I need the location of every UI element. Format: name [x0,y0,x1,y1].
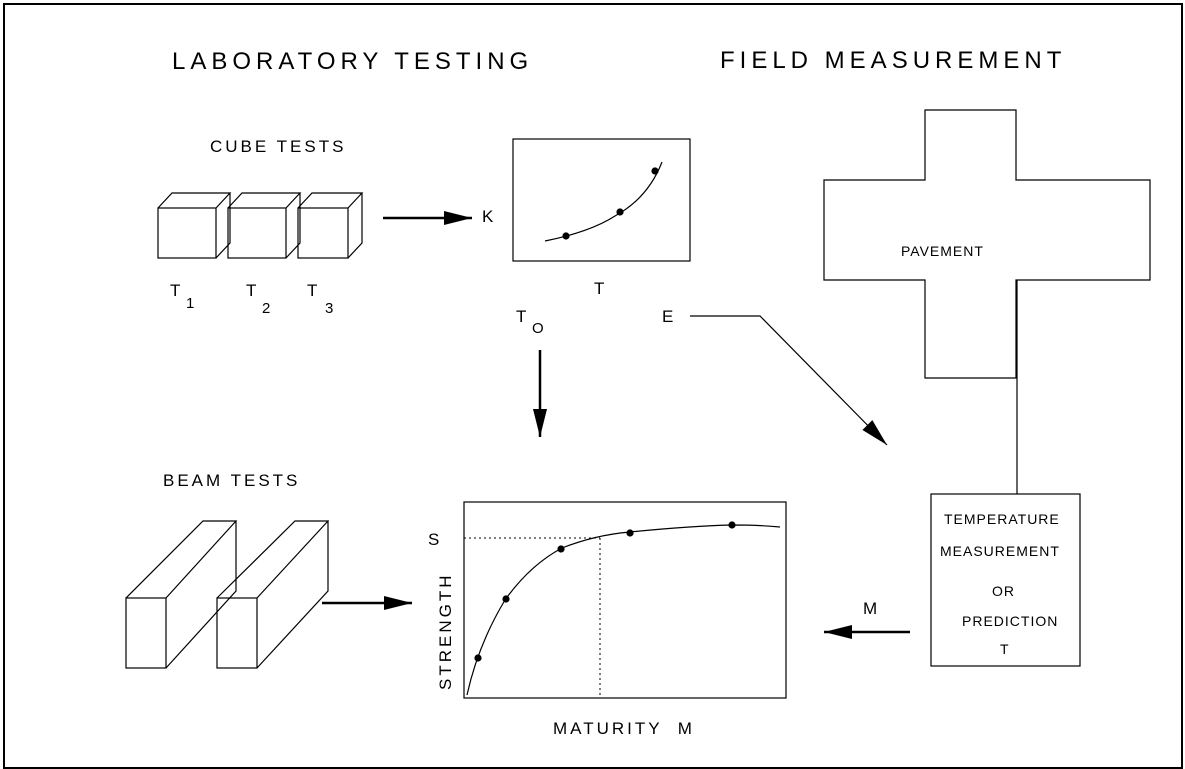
pavement-cross [823,109,1151,379]
rate-data-point [651,167,659,175]
datum-temperature-symbol: T [516,307,526,326]
pavement-label: PAVEMENT [901,243,984,259]
cube-t2-symbol: T [246,281,256,300]
beam-tests-label: BEAM TESTS [163,471,300,490]
cube-t3-symbol: T [307,281,317,300]
datum-temperature-subscript: O [532,320,544,337]
field-measurement-heading: FIELD MEASUREMENT [720,47,1066,74]
temperature-box [930,493,1081,667]
temperature-box-line: PREDICTION [962,613,1058,629]
strength-curve [466,524,781,696]
rate-data-point [562,232,570,240]
rate-plot-x-label: T [594,279,604,298]
strength-plot-frame [463,501,787,699]
e-to-temperature-arrow [690,315,888,446]
strength-data-point [557,545,565,553]
rate-plot-y-label: K [482,207,494,226]
strength-maturity-plot [463,501,787,699]
temperature-box-line: TEMPERATURE [944,511,1060,527]
strength-data-point [728,521,736,529]
laboratory-testing-heading: LABORATORY TESTING [172,48,533,75]
strength-plot-x-label: MATURITY M [553,719,695,738]
rate-plot-frame [512,138,691,262]
temperature-box-line: T [1000,641,1010,657]
cube-temperature-labels: T 1 T 2 T 3 [170,281,333,317]
beam-specimen-2 [216,520,330,669]
strength-data-point [474,654,482,662]
beam-specimen-1 [125,520,238,669]
cube-t1-symbol: T [170,281,180,300]
cube-t1-subscript: 1 [186,295,194,312]
outer-frame [3,3,1183,769]
strength-data-point [626,529,634,537]
strength-plot-y-label: STRENGTH [436,573,455,691]
rate-curve [544,161,663,242]
activation-energy-label: E [662,307,673,326]
temperature-box-line: MEASUREMENT [940,543,1060,559]
strength-data-point [502,595,510,603]
cube-specimen-2 [227,192,302,259]
strength-plot-s-label: S [428,530,439,549]
cube-t2-subscript: 2 [262,300,270,317]
cube-t3-subscript: 3 [325,300,333,317]
cube-tests-label: CUBE TESTS [210,137,346,156]
rate-constant-plot [512,138,691,262]
cube-specimen-3 [297,192,364,259]
temperature-box-line: OR [992,583,1015,599]
rate-data-point [616,208,624,216]
cube-specimen-1 [157,192,232,259]
m-arrow-label: M [863,599,877,618]
